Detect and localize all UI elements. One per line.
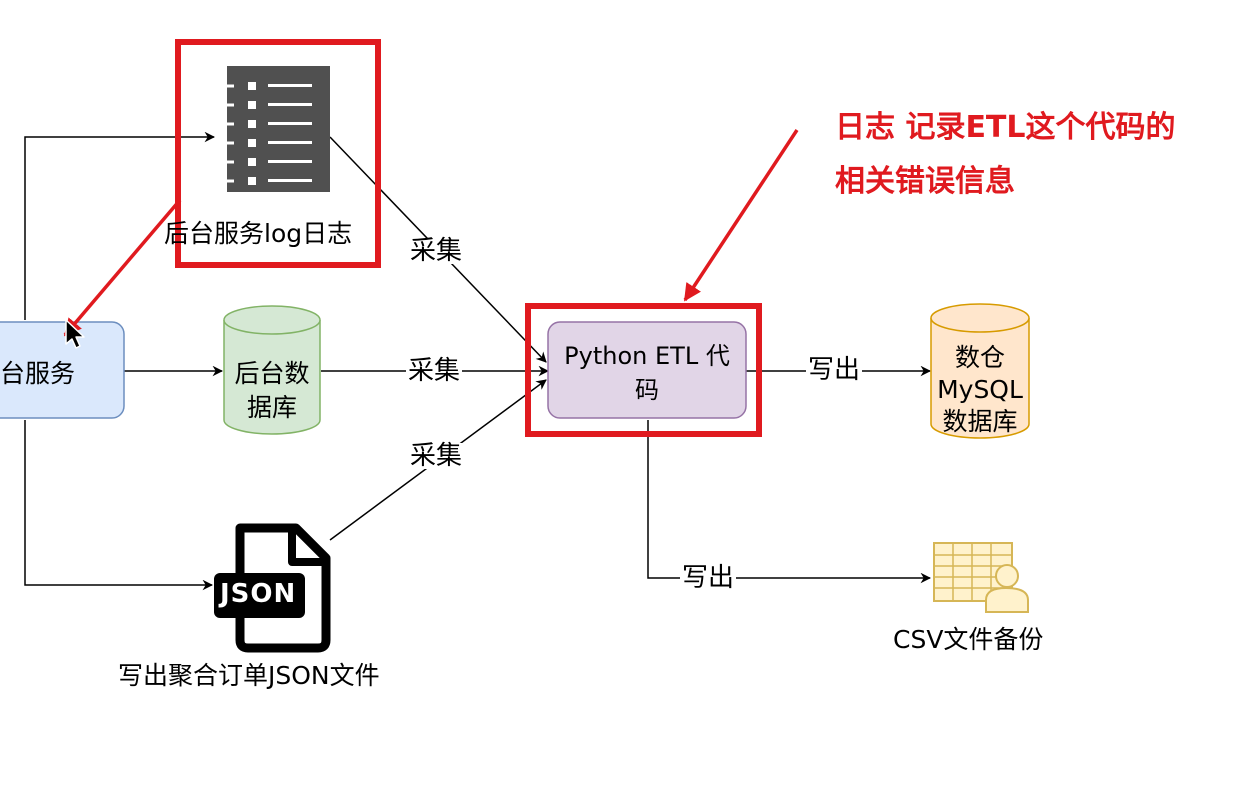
etl-label-line1: Python ETL 代 [564, 342, 730, 370]
connector-service-to-json [24, 420, 214, 591]
warehouse-db-node[interactable] [930, 303, 1030, 439]
log-highlight-box [175, 39, 381, 268]
backend-db-label-line1: 后台数 [234, 359, 310, 388]
edge-label-collect-log: 采集 [408, 236, 465, 266]
annotation-line1: 日志 记录ETL这个代码的 [835, 110, 1176, 145]
backend-service-label: 台服务 [0, 359, 76, 388]
backend-service-node[interactable] [0, 321, 125, 419]
json-file-label: 写出聚合订单JSON文件 [118, 661, 380, 690]
csv-backup-icon [933, 542, 1029, 613]
mouse-cursor-icon [65, 319, 85, 349]
annotation-line2: 相关错误信息 [835, 164, 1015, 199]
edge-label-collect-db: 采集 [406, 356, 463, 386]
csv-backup-label: CSV文件备份 [893, 625, 1044, 654]
log-document-icon [219, 66, 330, 192]
connector-service-to-log [24, 131, 216, 320]
json-file-icon [214, 523, 331, 653]
annotation-arrow-to-etl [683, 129, 799, 302]
etl-highlight-box [525, 303, 762, 437]
warehouse-db-label-line3: 数据库 [942, 407, 1018, 436]
backend-db-node[interactable] [223, 305, 321, 435]
backend-db-label-line2: 据库 [246, 393, 297, 422]
warehouse-db-label-line1: 数仓 [954, 343, 1005, 372]
warehouse-db-label-line2: MySQL [937, 375, 1023, 404]
edge-label-collect-json: 采集 [408, 441, 465, 471]
etl-label-line2: 码 [635, 376, 659, 404]
edge-label-write-warehouse: 写出 [806, 355, 863, 385]
annotation-text: 日志 记录ETL这个代码的 相关错误信息 [835, 101, 1176, 209]
log-file-label: 后台服务log日志 [164, 219, 353, 248]
warehouse-db-label: 数仓 MySQL 数据库 [926, 342, 1034, 438]
edge-label-write-csv: 写出 [680, 563, 737, 593]
etl-node[interactable] [547, 321, 747, 419]
annotation-arrow-to-service [63, 198, 182, 337]
connector-etl-to-csv [647, 420, 932, 584]
etl-label: Python ETL 代 码 [544, 339, 750, 407]
backend-db-label: 后台数 据库 [222, 357, 322, 425]
json-icon-text: JSON [220, 579, 297, 609]
